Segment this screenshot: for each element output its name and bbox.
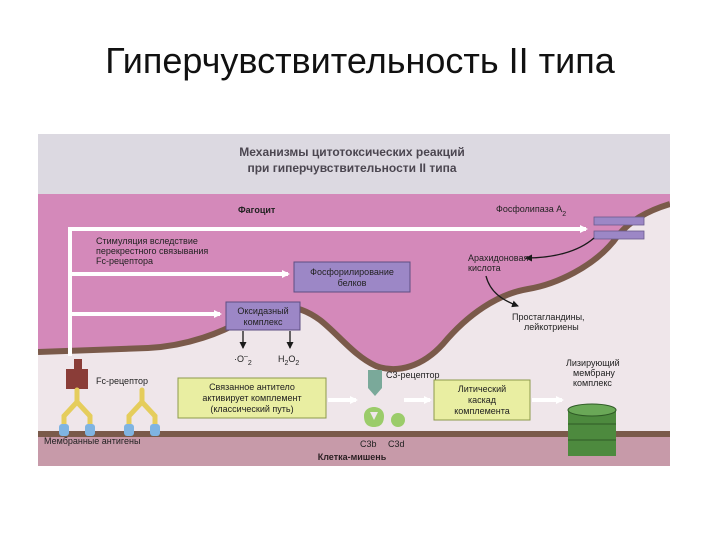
slide-title: Гиперчувствительность II типа [105, 40, 615, 81]
oxidase-line2: комплекс [244, 317, 283, 327]
phospholipase-stripe-lower [593, 230, 645, 240]
antibody-activation-box [177, 377, 327, 419]
stimulation-line2: перекрестного связывания [96, 246, 208, 256]
target-cell-label: Клетка-мишень [318, 452, 387, 462]
stimulation-line3: Fc-рецептора [96, 256, 153, 266]
phagocyte-label: Фагоцит [238, 205, 276, 215]
lytic-line3: комплемента [454, 406, 510, 416]
lysing-line3: комплекс [573, 378, 612, 388]
phosphorylation-line1: Фосфорилирование [310, 267, 394, 277]
antigen-right-b [150, 424, 160, 436]
superoxide-label: ·O–2 [234, 353, 252, 367]
lytic-line1: Литический [458, 384, 506, 394]
stimulation-line1: Стимуляция вследствие [96, 236, 198, 246]
arrow-to-arachidonic-acid [525, 237, 595, 262]
c3d-fragment [391, 413, 405, 427]
target-cell [38, 436, 670, 466]
fc-receptor-block [66, 369, 88, 389]
antibody-left [61, 387, 93, 429]
antibody-right [126, 387, 158, 429]
prostaglandins-line2: лейкотриены [524, 322, 579, 332]
c3d-label: C3d [388, 439, 405, 449]
lysing-complex-body [568, 410, 616, 456]
oxidase-line1: Оксидазный [237, 306, 288, 316]
oxidase-complex-box [225, 301, 301, 331]
lytic-line2: каскад [468, 395, 497, 405]
antigen-left-b [85, 424, 95, 436]
antibody-line3: (классический путь) [210, 404, 293, 414]
antibody-line1: Связанное антитело [209, 382, 295, 392]
lytic-cascade-box [433, 379, 531, 421]
arachidonic-line1: Арахидоновая [468, 253, 528, 263]
peroxide-label: H2O2 [278, 354, 299, 367]
antibody-line2: активирует комплемент [202, 393, 301, 403]
c3b-label: C3b [360, 439, 377, 449]
c3-receptor [368, 370, 382, 396]
prostaglandins-line1: Простагландины, [512, 312, 585, 322]
lysing-line1: Лизирующий [566, 358, 620, 368]
c3-receptor-label: С3-рецептор [386, 370, 439, 380]
diagram-canvas: Механизмы цитотоксических реакций при ги… [37, 134, 671, 466]
antigen-left-a [59, 424, 69, 436]
c3b-fragment [364, 407, 384, 427]
membrane-antigens-label: Мембранные антигены [44, 436, 140, 446]
target-cell-membrane [38, 431, 670, 437]
lysing-complex-top [567, 403, 617, 417]
header-band [38, 134, 670, 194]
cytotoxic-mechanism-diagram: Механизмы цитотоксических реакций при ги… [37, 134, 671, 466]
arachidonic-line2: кислота [468, 263, 501, 273]
phosphorylation-line2: белков [338, 278, 367, 288]
antigen-right-a [124, 424, 134, 436]
phospholipase-stripe-upper [593, 216, 645, 226]
fc-receptor-stalk [74, 359, 82, 371]
figure-heading-line2: при гиперчувствительности II типа [247, 161, 456, 175]
arrow-to-prostaglandins [485, 275, 519, 308]
phospholipase-label: Фосфолипаза А2 [496, 204, 566, 218]
figure-heading-line1: Механизмы цитотоксических реакций [239, 145, 464, 159]
phosphorylation-box [293, 261, 411, 293]
lysing-line2: мембрану [573, 368, 615, 378]
fc-receptor-label: Fc-рецептор [96, 376, 148, 386]
